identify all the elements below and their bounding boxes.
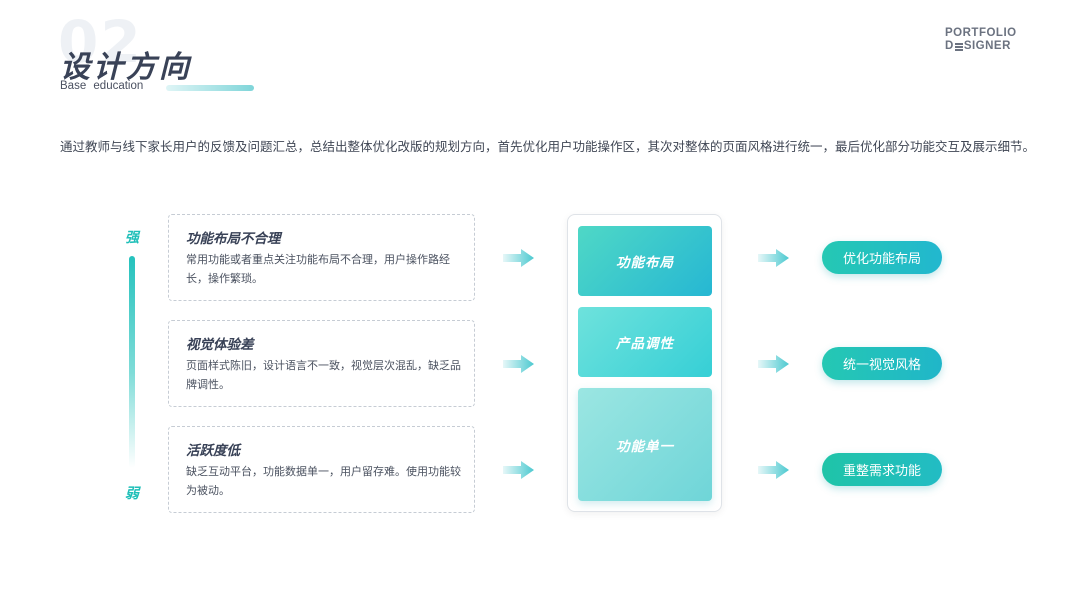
section-number-watermark: 02 <box>58 8 143 76</box>
arrow-right-icon <box>503 461 534 479</box>
arrow-right-icon <box>758 461 789 479</box>
arrow-right-icon <box>758 249 789 267</box>
focus-tile-tone: 产品调性 <box>578 307 712 377</box>
scale-gradient-bar <box>129 256 135 468</box>
problem-card-text: 缺乏互动平台，功能数据单一，用户留存难。使用功能较为被动。 <box>186 465 461 497</box>
brand-line-2-prefix: D <box>945 40 954 52</box>
scale-bottom-label: 弱 <box>125 486 139 502</box>
problem-card-layout: 功能布局不合理 常用功能或者重点关注功能布局不合理，用户操作路经长，操作繁琐。 <box>168 214 475 301</box>
page-subtitle: Base education <box>60 80 144 92</box>
brand-logo: PORTFOLIO D SIGNER <box>945 27 1017 53</box>
problem-card-activity: 活跃度低 缺乏互动平台，功能数据单一，用户留存难。使用功能较为被动。 <box>168 426 475 513</box>
problem-card-visual: 视觉体验差 页面样式陈旧，设计语言不一致，视觉层次混乱，缺乏品牌调性。 <box>168 320 475 407</box>
solution-pill-layout: 优化功能布局 <box>822 241 942 274</box>
brand-line-1: PORTFOLIO <box>945 27 1017 39</box>
scale-top-label: 强 <box>125 230 139 246</box>
focus-tile-layout: 功能布局 <box>578 226 712 296</box>
problem-card-text: 页面样式陈旧，设计语言不一致，视觉层次混乱，缺乏品牌调性。 <box>186 359 461 391</box>
page-title: 设计方向 <box>60 50 192 85</box>
arrow-right-icon <box>503 249 534 267</box>
problem-card-title: 功能布局不合理 <box>186 231 281 247</box>
arrow-right-icon <box>503 355 534 373</box>
arrow-right-icon <box>758 355 789 373</box>
title-decoration-bar <box>166 85 254 91</box>
brand-line-2-suffix: SIGNER <box>963 40 1011 52</box>
problem-card-title: 视觉体验差 <box>186 337 254 353</box>
solution-pill-function: 重整需求功能 <box>822 453 942 486</box>
brand-e-mark-icon <box>954 42 963 51</box>
brand-line-2: D SIGNER <box>945 40 1017 53</box>
intro-paragraph: 通过教师与线下家长用户的反馈及问题汇总，总结出整体优化改版的规划方向，首先优化用… <box>60 139 1036 154</box>
problem-card-title: 活跃度低 <box>186 443 240 459</box>
focus-tile-function: 功能单一 <box>578 388 712 501</box>
problem-card-text: 常用功能或者重点关注功能布局不合理，用户操作路经长，操作繁琐。 <box>186 253 450 285</box>
solution-pill-visual: 统一视觉风格 <box>822 347 942 380</box>
